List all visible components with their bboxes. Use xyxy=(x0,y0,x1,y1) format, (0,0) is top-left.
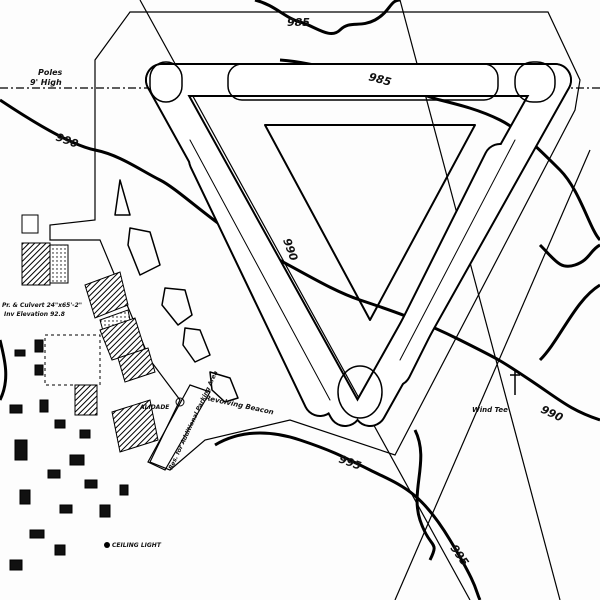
poles-label: Poles xyxy=(38,68,63,77)
wind-tee-icon xyxy=(510,370,520,395)
ceiling-light-label: CEILING LIGHT xyxy=(112,542,162,549)
parking-area xyxy=(147,384,211,471)
contour-label: 990 xyxy=(539,403,566,425)
buildings xyxy=(9,214,159,571)
poles-height-label: 9' High xyxy=(30,78,62,87)
beacon-icon xyxy=(175,397,185,407)
contour-label: 990 xyxy=(280,237,300,263)
alidade-label: ALIDADE xyxy=(139,404,170,411)
contour-label: 985 xyxy=(287,16,310,29)
field-boundary xyxy=(49,11,581,471)
inv-elevation-label: Inv Elevation 92.8 xyxy=(4,311,65,318)
parking-label: Res. for Additional Parking Area xyxy=(167,370,219,471)
contour-label: 985 xyxy=(367,70,393,89)
runways xyxy=(114,61,572,427)
ceiling-light-icon xyxy=(104,542,110,548)
contour-label: 990 xyxy=(54,131,80,151)
wind-tee-label: Wind Tee xyxy=(472,406,508,414)
culvert-label: Pr. & Culvert 24"x65'-2" xyxy=(2,302,82,309)
beacon-label: Revolving Beacon xyxy=(205,394,275,416)
contour-label: 995 xyxy=(337,453,363,473)
